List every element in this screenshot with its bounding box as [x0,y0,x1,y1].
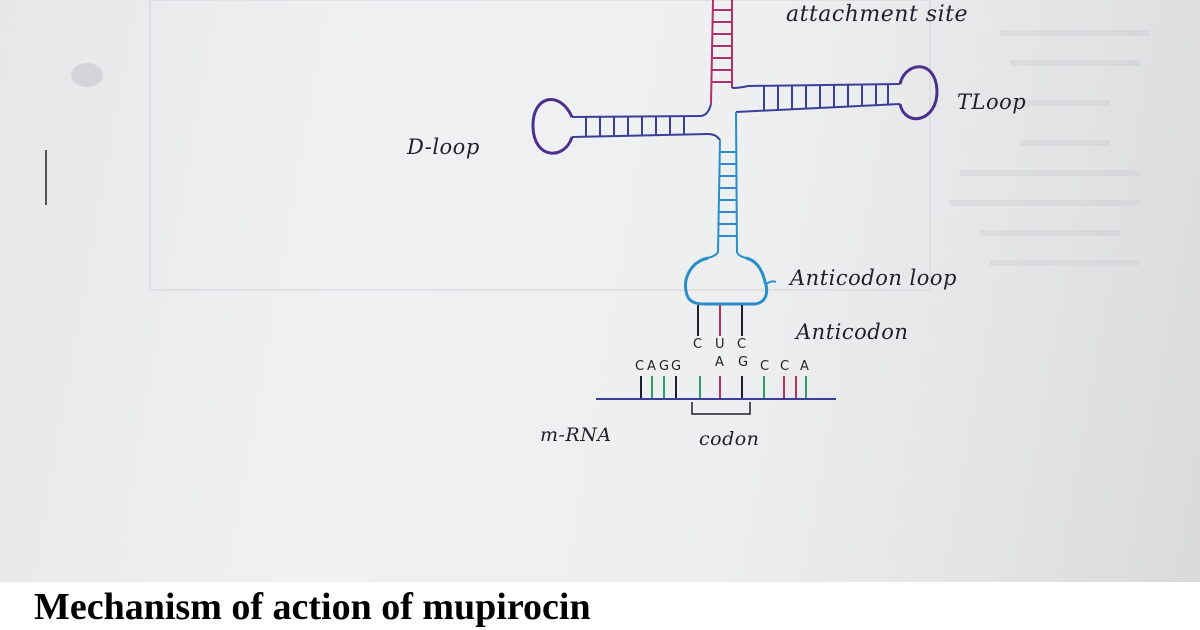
t-loop [898,65,939,121]
background-sheet-outline [149,0,931,291]
label-codon: codon [699,428,760,450]
paper-hole [71,63,103,87]
d-arm [571,103,721,141]
anticodon-base: C [693,337,703,352]
anticodon-base: C [737,337,747,352]
anticodon-base: U [715,337,725,352]
mrna-base: C [780,359,790,374]
mrna-base-stems [640,376,807,398]
anticodon-loop-pointer [765,280,777,285]
caption-bar: Mechanism of action of mupirocin [0,582,1200,630]
anticodon-stems [697,305,743,336]
anticodon-loop [684,256,769,306]
label-t-loop: TLoop [957,90,1027,114]
label-anticodon: Anticodon [796,320,909,344]
mrna-codon-base: G [671,359,682,374]
trna-drawing [45,0,1150,415]
trna-diagram-photo: attachment site TLoop D-loop Anticodon l… [0,0,1200,582]
d-loop [531,98,574,155]
caption-title: Mechanism of action of mupirocin [34,586,591,628]
mrna-base: A [800,359,809,374]
mrna-base: C [760,359,770,374]
mrna-base: C [635,359,645,374]
acceptor-stem [710,0,733,105]
label-anticodon-loop: Anticodon loop [790,266,957,290]
label-d-loop: D-loop [407,135,480,159]
background-faint-text [950,30,1150,266]
label-attachment-site: attachment site [786,2,968,27]
codon-bracket [691,402,751,415]
mrna-codon-base: A [715,355,724,370]
t-arm [731,83,901,113]
mrna-base: G [659,359,670,374]
mrna-base: A [647,359,656,374]
anticodon-arm [707,111,747,259]
mrna-codon-base: G [738,355,749,370]
label-mrna: m-RNA [540,424,612,446]
